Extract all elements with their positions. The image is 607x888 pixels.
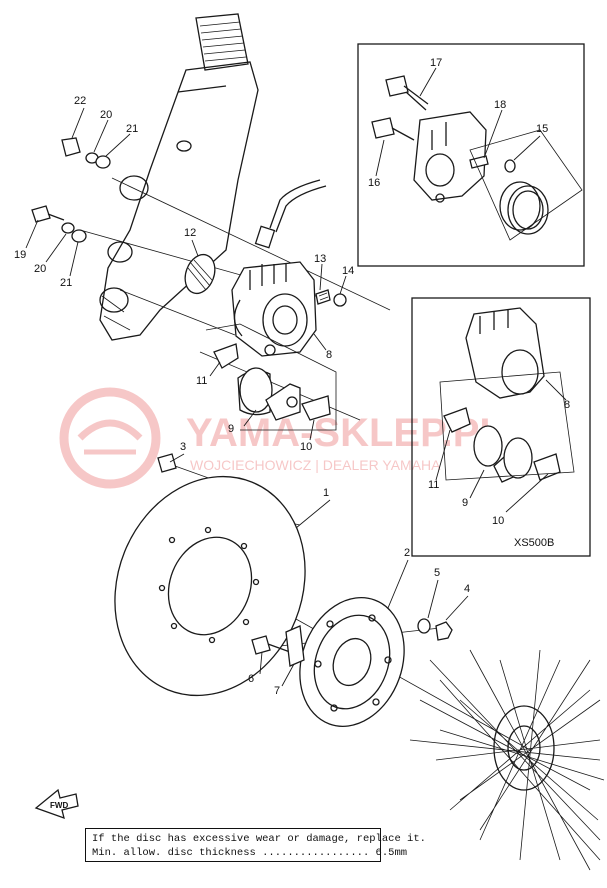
note-line-2: Min. allow. disc thickness .............… — [92, 847, 408, 859]
callout-9-inset: 9 — [462, 497, 468, 509]
brake-disc — [114, 475, 306, 697]
callout-20: 20 — [100, 109, 112, 121]
callout-20b: 20 — [34, 263, 46, 275]
bleed-cap — [333, 293, 347, 307]
callout-7: 7 — [274, 685, 280, 697]
disc-bolt — [157, 453, 177, 473]
callout-3: 3 — [180, 441, 186, 453]
leader-lines — [25, 67, 567, 687]
callout-21b: 21 — [60, 277, 72, 289]
callout-11: 11 — [196, 375, 207, 387]
callout-18: 18 — [494, 99, 506, 111]
callout-8: 8 — [326, 349, 332, 361]
note-line-1: If the disc has excessive wear or damage… — [92, 833, 426, 845]
hub-nut — [435, 621, 453, 641]
front-wheel — [409, 649, 605, 871]
callout-10: 10 — [300, 441, 312, 453]
axle-holder-hardware — [31, 137, 111, 243]
callout-14: 14 — [342, 265, 354, 277]
brake-caliper — [231, 261, 317, 357]
bleed-screw — [315, 289, 331, 305]
callout-10-inset: 10 — [492, 515, 504, 527]
callout-4: 4 — [464, 583, 470, 595]
callout-1: 1 — [323, 487, 329, 499]
fwd-arrow: FWD — [34, 788, 79, 820]
model-code: XS500B — [514, 537, 554, 549]
disc-wear-note: If the disc has excessive wear or damage… — [85, 828, 426, 862]
caliper-piston-inset — [357, 43, 585, 267]
hub-bolt — [251, 635, 291, 655]
front-fork-leg — [99, 13, 259, 341]
watermark-sub: WOJCIECHOWICZ | DEALER YAMAHA — [190, 457, 441, 473]
callout-22: 22 — [74, 95, 86, 107]
callout-2: 2 — [404, 547, 410, 559]
callout-17: 17 — [430, 57, 442, 69]
callout-21: 21 — [126, 123, 138, 135]
callout-13: 13 — [314, 253, 326, 265]
callout-11-inset: 11 — [428, 479, 439, 491]
caliper-seal — [184, 253, 216, 295]
callout-6: 6 — [248, 673, 254, 685]
callout-19: 19 — [14, 249, 26, 261]
washer — [417, 618, 431, 634]
callout-labels: 1 2 3 4 5 6 7 8 8 9 9 10 10 11 11 12 13 … — [14, 57, 570, 697]
hub-carrier — [299, 597, 405, 727]
lock-washer — [285, 625, 305, 667]
fwd-label: FWD — [50, 801, 68, 810]
callout-15: 15 — [536, 123, 548, 135]
callout-5: 5 — [434, 567, 440, 579]
brake-hose — [254, 179, 327, 249]
callout-16: 16 — [368, 177, 380, 189]
callout-12: 12 — [184, 227, 196, 239]
callout-8-inset: 8 — [564, 399, 570, 411]
xs500b-caliper-inset — [411, 297, 591, 557]
callout-9: 9 — [228, 423, 234, 435]
